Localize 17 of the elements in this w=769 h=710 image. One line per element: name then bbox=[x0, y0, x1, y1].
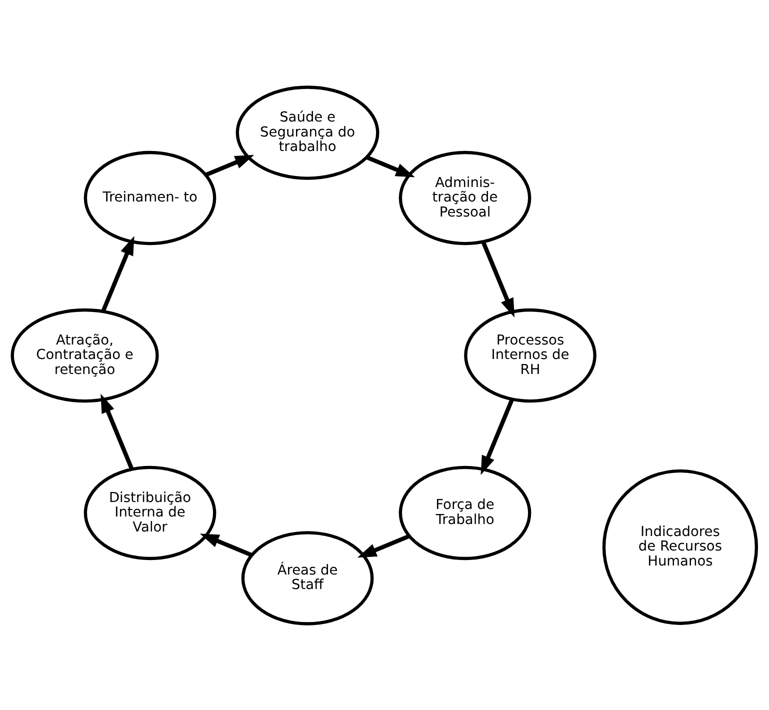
node-ellipse: Distribuição Interna de Valor bbox=[84, 465, 216, 560]
arrow bbox=[481, 240, 515, 318]
node-circle: Indicadores de Recursos Humanos bbox=[602, 468, 758, 624]
node-ellipse: Força de Trabalho bbox=[398, 465, 532, 560]
node-ellipse: Treinamen- to bbox=[84, 150, 216, 245]
arrow bbox=[480, 398, 514, 475]
node-ellipse: Adminis- tração de Pessoal bbox=[398, 150, 532, 245]
node-ellipse: Atração, Contratação e retenção bbox=[10, 308, 159, 402]
arrow bbox=[366, 154, 415, 177]
arrow bbox=[200, 533, 252, 556]
arrow bbox=[205, 154, 254, 176]
arrow bbox=[101, 236, 134, 312]
arrow bbox=[357, 534, 410, 558]
arrow bbox=[100, 393, 134, 470]
node-ellipse: Áreas de Staff bbox=[241, 530, 374, 625]
node-ellipse: Processos Internos de RH bbox=[464, 308, 596, 402]
node-ellipse: Saúde e Segurança do trabalho bbox=[236, 85, 380, 180]
